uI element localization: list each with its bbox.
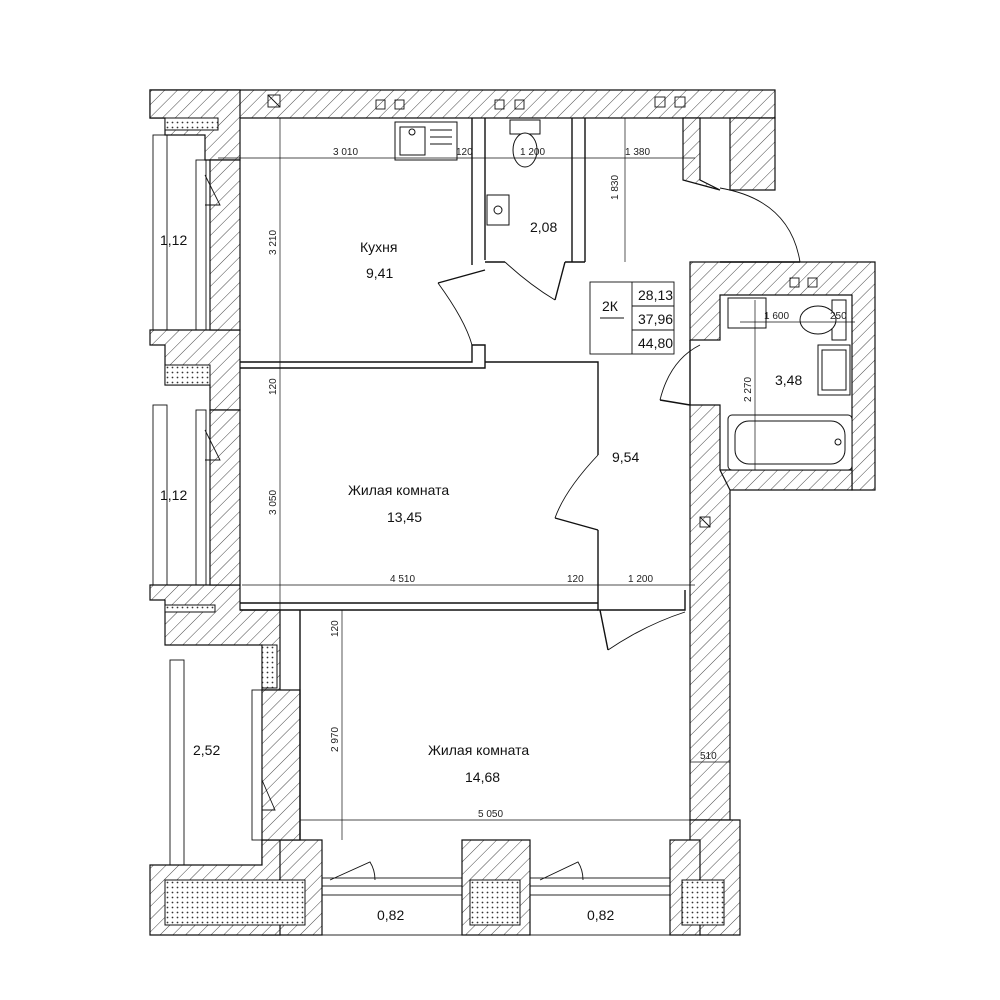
room-area-living2: 14,68 [465,769,500,785]
room-area-bath: 3,48 [775,372,802,388]
bathtub-icon [727,414,853,471]
door-balcony-1 [329,861,376,881]
interior-living1-top [485,361,599,455]
window-1 [195,159,207,331]
interior-kitchen-bottom [240,344,486,369]
door-loggia-2 [204,429,221,461]
area-total: 37,96 [638,311,673,327]
wall-left-inner-3 [261,689,301,841]
room-area-living1: 13,45 [387,509,422,525]
wc-sink-icon [486,194,510,226]
kitchen-sink-icon [394,121,458,161]
dim-wc-height: 1 830 [610,175,621,200]
dim-wall-120c: 120 [567,574,584,585]
wall-entrance-left [682,117,721,191]
insulation-7 [681,879,725,926]
wall-top [149,89,776,119]
room-area-balcony2: 0,82 [587,907,614,923]
loggia-frame-1 [152,134,168,331]
room-area-balcony1: 0,82 [377,907,404,923]
dim-living2-width: 5 050 [478,809,503,820]
dim-wc-width: 1 200 [520,147,545,158]
dim-hall-width: 1 200 [628,574,653,585]
room-name-living2: Жилая комната [428,742,529,758]
room-name-kitchen: Кухня [360,239,397,255]
apartment-type: 2К [602,298,619,314]
vent-icon [267,94,818,528]
dim-wall-120d: 120 [330,620,341,637]
balcony-rail-1 [321,894,463,936]
toilet-icon [509,119,541,168]
room-area-wc: 2,08 [530,219,557,235]
door-living2-arc [607,611,686,651]
room-area-loggia1: 1,12 [160,232,187,248]
door-balcony-2 [539,861,584,881]
interior-kitchen-right [471,118,486,265]
interior-living1-bottom [240,602,598,611]
dimension-lines [218,118,855,840]
room-area-loggia2: 1,12 [160,487,187,503]
room-name-living1: Жилая комната [348,482,449,498]
area-living: 28,13 [638,287,673,303]
insulation-3 [164,604,216,613]
dim-living1-width: 4 510 [390,574,415,585]
balcony-window-1 [321,877,463,887]
insulation-2 [164,364,211,386]
insulation-6 [469,879,521,926]
interior-hall-left [597,530,686,611]
door-wc-leaf [554,261,566,301]
wall-left-inner-2 [209,409,241,586]
bath-sink-icon [817,344,851,396]
bath-cabinet [727,297,767,329]
dim-corridor-width: 1 380 [625,147,650,158]
wall-bath-outer [689,261,876,491]
room-area-hall: 9,54 [612,449,639,465]
door-loggia-3 [261,779,276,811]
door-bath-leaf [659,399,691,406]
door-living1-arc [554,454,599,519]
loggia-frame-2 [152,404,168,586]
dim-bath-wall-250: 250 [830,311,847,322]
window-3 [251,689,263,841]
dim-kitchen-width: 3 010 [333,147,358,158]
wall-left-inner-1 [209,159,241,331]
dim-wall-120b: 120 [268,378,279,395]
door-wc-arc [504,261,556,301]
dim-kitchen-height: 3 210 [268,230,279,255]
door-kitchen-leaf [437,269,486,284]
bath-toilet-icon [799,299,847,341]
dim-living1-height: 3 050 [268,490,279,515]
insulation-4 [261,644,278,689]
area-with-balconies: 44,80 [638,335,673,351]
dim-wall-510: 510 [700,751,717,762]
balcony-window-2 [529,877,671,887]
area-summary-box [589,281,675,355]
interior-wc-right [571,118,586,262]
wall-right-upper [729,117,776,191]
room-area-kitchen: 9,41 [366,265,393,281]
dim-bath-height: 2 270 [743,377,754,402]
window-2 [195,409,207,586]
door-loggia-1 [204,174,221,206]
wall-left-pier [149,584,281,691]
door-kitchen-arc [437,282,473,346]
insulation-1 [164,117,219,131]
room-area-loggia3: 2,52 [193,742,220,758]
door-bath-arc [659,344,701,401]
insulation-5 [164,879,306,926]
loggia-frame-3 [169,659,185,866]
balcony-rail-2 [529,894,671,936]
dim-living2-height: 2 970 [330,727,341,752]
dim-bath-width: 1 600 [764,311,789,322]
door-entrance-arc [719,187,801,263]
door-living2-leaf [599,609,609,651]
dim-wall-120a: 120 [456,147,473,158]
door-living1-leaf [554,517,599,531]
wall-bath-bottom [719,469,853,491]
